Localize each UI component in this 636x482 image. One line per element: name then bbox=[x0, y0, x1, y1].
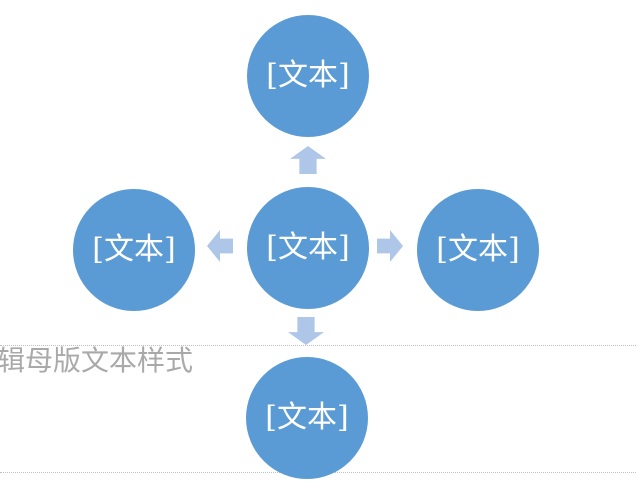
node-label: [文本] bbox=[266, 58, 350, 93]
diagram-node-bottom[interactable]: [文本] bbox=[246, 357, 368, 479]
down-arrow-icon[interactable] bbox=[288, 317, 324, 345]
diagram-node-top[interactable]: [文本] bbox=[247, 15, 369, 137]
right-arrow-icon[interactable] bbox=[377, 230, 403, 262]
node-label: [文本] bbox=[436, 232, 520, 267]
left-arrow-icon[interactable] bbox=[207, 230, 233, 262]
master-text-placeholder[interactable]: 辑母版文本样式 bbox=[0, 345, 194, 376]
up-arrow-icon[interactable] bbox=[290, 146, 326, 174]
diagram-node-center[interactable]: [文本] bbox=[247, 187, 369, 309]
placeholder-border-top bbox=[0, 345, 636, 346]
diagram-node-right[interactable]: [文本] bbox=[417, 189, 539, 311]
node-label: [文本] bbox=[92, 232, 176, 267]
node-label: [文本] bbox=[265, 400, 349, 435]
diagram-node-left[interactable]: [文本] bbox=[73, 189, 195, 311]
node-label: [文本] bbox=[266, 230, 350, 265]
